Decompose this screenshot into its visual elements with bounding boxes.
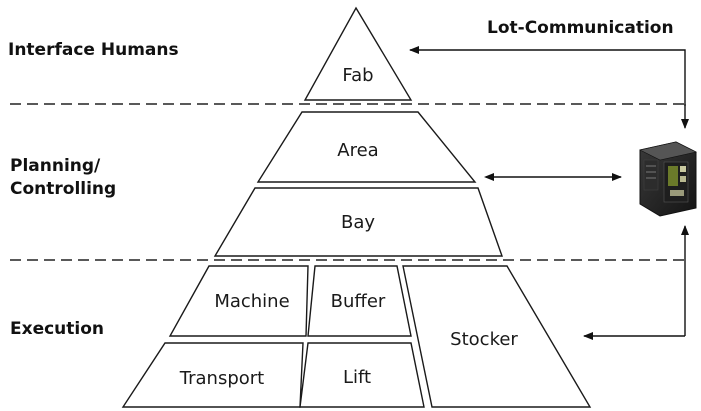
bay-label: Bay <box>341 212 375 233</box>
stocker-block <box>402 265 592 408</box>
lot-communication-label: Lot-Communication <box>487 18 674 38</box>
area-block <box>256 111 477 183</box>
buffer-label: Buffer <box>331 291 386 312</box>
fab-label: Fab <box>342 65 373 86</box>
interface-humans-label: Interface Humans <box>8 40 179 60</box>
controller-device-icon <box>639 141 697 217</box>
fab-block <box>303 6 413 101</box>
planning-controlling-label: Planning/ Controlling <box>10 155 116 201</box>
planning-label-line-1: Planning/ <box>10 156 101 176</box>
buffer-block <box>307 265 412 337</box>
transport-label: Transport <box>179 368 264 389</box>
stocker-label: Stocker <box>450 329 518 350</box>
execution-label: Execution <box>10 319 105 339</box>
lift-label: Lift <box>343 367 371 388</box>
planning-arrowhead-left <box>484 173 494 181</box>
lift-block <box>299 342 425 408</box>
machine-label: Machine <box>214 291 289 312</box>
area-label: Area <box>337 140 378 161</box>
planning-label-line-2: Controlling <box>10 178 117 199</box>
machine-block <box>168 265 309 337</box>
lot-communication-arrow-top <box>409 46 686 106</box>
bay-block <box>213 187 503 257</box>
